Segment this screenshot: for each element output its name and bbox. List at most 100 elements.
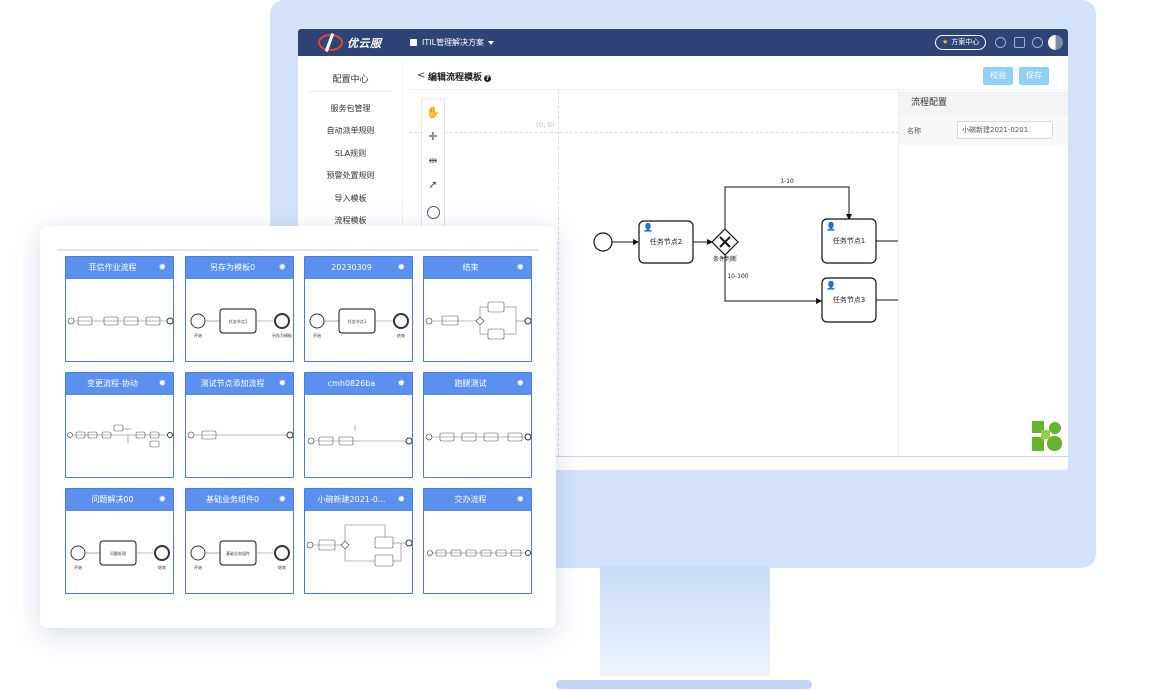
sidebar-divider bbox=[310, 91, 392, 92]
gear-icon[interactable]: ✹ bbox=[397, 495, 405, 505]
template-card[interactable]: 交办流程 ✹ bbox=[423, 488, 532, 594]
template-card-title-text: 变更流程-协动 bbox=[87, 379, 138, 388]
solution-dropdown[interactable]: ITIL管理解决方案 bbox=[410, 37, 495, 48]
help-icon[interactable]: ? bbox=[484, 75, 492, 82]
sidebar-item-flow-template[interactable]: 流程模板 bbox=[334, 216, 367, 225]
validate-button[interactable]: 校验 bbox=[983, 67, 1013, 85]
mini-task-label: 任务节点1 bbox=[348, 318, 367, 324]
task-node-1-label: 任务节点1 bbox=[833, 236, 865, 245]
template-card[interactable]: 菲信作业流程 ✹ bbox=[65, 256, 174, 362]
template-card-title: 变更流程-协动 ✹ bbox=[66, 373, 173, 395]
logo-icon bbox=[318, 34, 343, 51]
template-card-title-text: 结束 bbox=[462, 263, 479, 272]
template-card-title: 20230309✹ bbox=[305, 257, 412, 279]
template-card[interactable]: 测试节点添加流程✹ bbox=[185, 372, 294, 478]
lasso-tool-icon[interactable]: ✛ bbox=[428, 130, 438, 143]
editor-header: < 编辑流程模板? 校验 保存 bbox=[409, 62, 1068, 90]
sidebar-item-import-template[interactable]: 导入模板 bbox=[334, 194, 367, 203]
template-preview bbox=[67, 316, 173, 326]
template-card-title: 菲信作业流程 ✹ bbox=[66, 257, 173, 279]
template-card[interactable]: 跑腿测试✹ bbox=[423, 372, 532, 478]
sequence-flow-upper[interactable] bbox=[724, 186, 852, 229]
template-preview bbox=[425, 432, 531, 442]
gateway-x-icon bbox=[719, 236, 731, 248]
sequence-flow[interactable] bbox=[876, 241, 899, 301]
brand-logo[interactable]: 优云服 bbox=[318, 34, 382, 51]
connect-tool-icon[interactable]: ➚ bbox=[428, 178, 438, 191]
gear-icon[interactable]: ✹ bbox=[158, 495, 166, 505]
gear-icon[interactable]: ✹ bbox=[278, 495, 286, 505]
gear-icon[interactable]: ✹ bbox=[516, 495, 524, 505]
template-card[interactable]: cmh0826ba✹ bbox=[304, 372, 413, 478]
template-card[interactable]: 结束 ✹ bbox=[423, 256, 532, 362]
edge-label-upper: 1-10 bbox=[780, 178, 794, 185]
template-preview: 任务节点1开始结束 bbox=[309, 308, 409, 338]
save-button[interactable]: 保存 bbox=[1019, 67, 1049, 85]
properties-header: 流程配置 bbox=[899, 91, 1068, 115]
sidebar-item-service-package[interactable]: 服务包管理 bbox=[330, 104, 371, 113]
start-event[interactable] bbox=[593, 232, 613, 252]
gear-icon[interactable]: ✹ bbox=[397, 263, 405, 273]
template-preview bbox=[187, 430, 293, 440]
help-icon[interactable] bbox=[1032, 37, 1043, 48]
horizontal-scrollbar[interactable] bbox=[409, 456, 1068, 457]
sidebar-item-alert-rules[interactable]: 预警处置规则 bbox=[326, 171, 375, 180]
template-card-title: 结束 ✹ bbox=[424, 257, 531, 279]
gear-icon[interactable]: ✹ bbox=[278, 263, 286, 273]
mini-task-label: 基础业务组件 bbox=[226, 550, 250, 556]
template-card-title-text: 交办流程 bbox=[454, 495, 487, 504]
star-icon: ★ bbox=[942, 38, 949, 46]
template-card[interactable]: 问题解决00✹问题处理开始结束 bbox=[65, 488, 174, 594]
plan-center-button[interactable]: ★ 方案中心 bbox=[935, 35, 987, 50]
avatar[interactable] bbox=[1048, 35, 1063, 50]
template-card-title-text: 基础业务组件0 bbox=[205, 495, 260, 504]
sequence-flow-lower[interactable] bbox=[724, 255, 822, 304]
page-title: 编辑流程模板? bbox=[428, 70, 492, 83]
sidebar-item-auto-dispatch[interactable]: 自动派单规则 bbox=[326, 126, 375, 135]
gear-icon[interactable]: ✹ bbox=[158, 263, 166, 273]
sidebar-title: 配置中心 bbox=[332, 75, 369, 85]
mini-start-label: 开始 bbox=[194, 564, 202, 570]
template-card[interactable]: 基础业务组件0 ✹ 基础业务组件开始 结束 bbox=[185, 488, 294, 594]
mini-task-label: 问题处理 bbox=[110, 550, 126, 556]
mini-end-label: 结束 bbox=[397, 332, 405, 338]
gear-icon[interactable]: ✹ bbox=[278, 379, 286, 389]
task-node-2-label: 任务节点2 bbox=[650, 237, 682, 246]
template-card-title: 跑腿测试✹ bbox=[424, 373, 531, 395]
space-tool-icon[interactable]: ⇹ bbox=[428, 154, 438, 167]
mini-end-label: 结束 bbox=[278, 564, 286, 570]
template-card-title-text: 另存为模板0 bbox=[209, 263, 256, 272]
mini-start-label: 开始 bbox=[194, 332, 202, 338]
template-card[interactable]: 变更流程-协动 ✹ bbox=[65, 372, 174, 478]
template-card-title: 问题解决00✹ bbox=[66, 489, 173, 511]
name-label: 名称 bbox=[907, 127, 921, 135]
flow-canvas[interactable]: (0, 0) ✋ ✛ ⇹ ➚ 👤 任务节点 bbox=[409, 91, 899, 456]
template-card-title: 另存为模板0 ✹ bbox=[186, 257, 293, 279]
document-icon bbox=[410, 39, 417, 46]
panel-divider bbox=[57, 249, 539, 251]
hand-tool-icon[interactable]: ✋ bbox=[426, 106, 440, 119]
screen-icon[interactable] bbox=[1014, 37, 1025, 48]
mini-start-label: 开始 bbox=[74, 564, 82, 570]
template-card-title: 交办流程 ✹ bbox=[424, 489, 531, 511]
logo-text: 优云服 bbox=[347, 36, 382, 50]
settings-icon[interactable] bbox=[995, 37, 1006, 48]
template-card[interactable]: 小碗新建2021-0...✹ bbox=[304, 488, 413, 594]
gear-icon[interactable]: ✹ bbox=[516, 379, 524, 389]
solution-dropdown-label: ITIL管理解决方案 bbox=[422, 38, 485, 47]
canvas-guide-horizontal bbox=[409, 132, 899, 133]
template-card-title-text: 菲信作业流程 bbox=[88, 263, 137, 272]
gear-icon[interactable]: ✹ bbox=[397, 379, 405, 389]
name-field[interactable]: 小碗新建2021-0201 bbox=[957, 121, 1053, 139]
template-card-title: 测试节点添加流程✹ bbox=[186, 373, 293, 395]
back-icon[interactable]: < bbox=[417, 70, 426, 81]
start-event-icon[interactable] bbox=[427, 206, 440, 219]
user-icon: 👤 bbox=[643, 222, 653, 232]
gear-icon[interactable]: ✹ bbox=[516, 263, 524, 273]
gear-icon[interactable]: ✹ bbox=[158, 379, 166, 389]
sidebar-item-sla[interactable]: SLA规则 bbox=[334, 149, 367, 158]
